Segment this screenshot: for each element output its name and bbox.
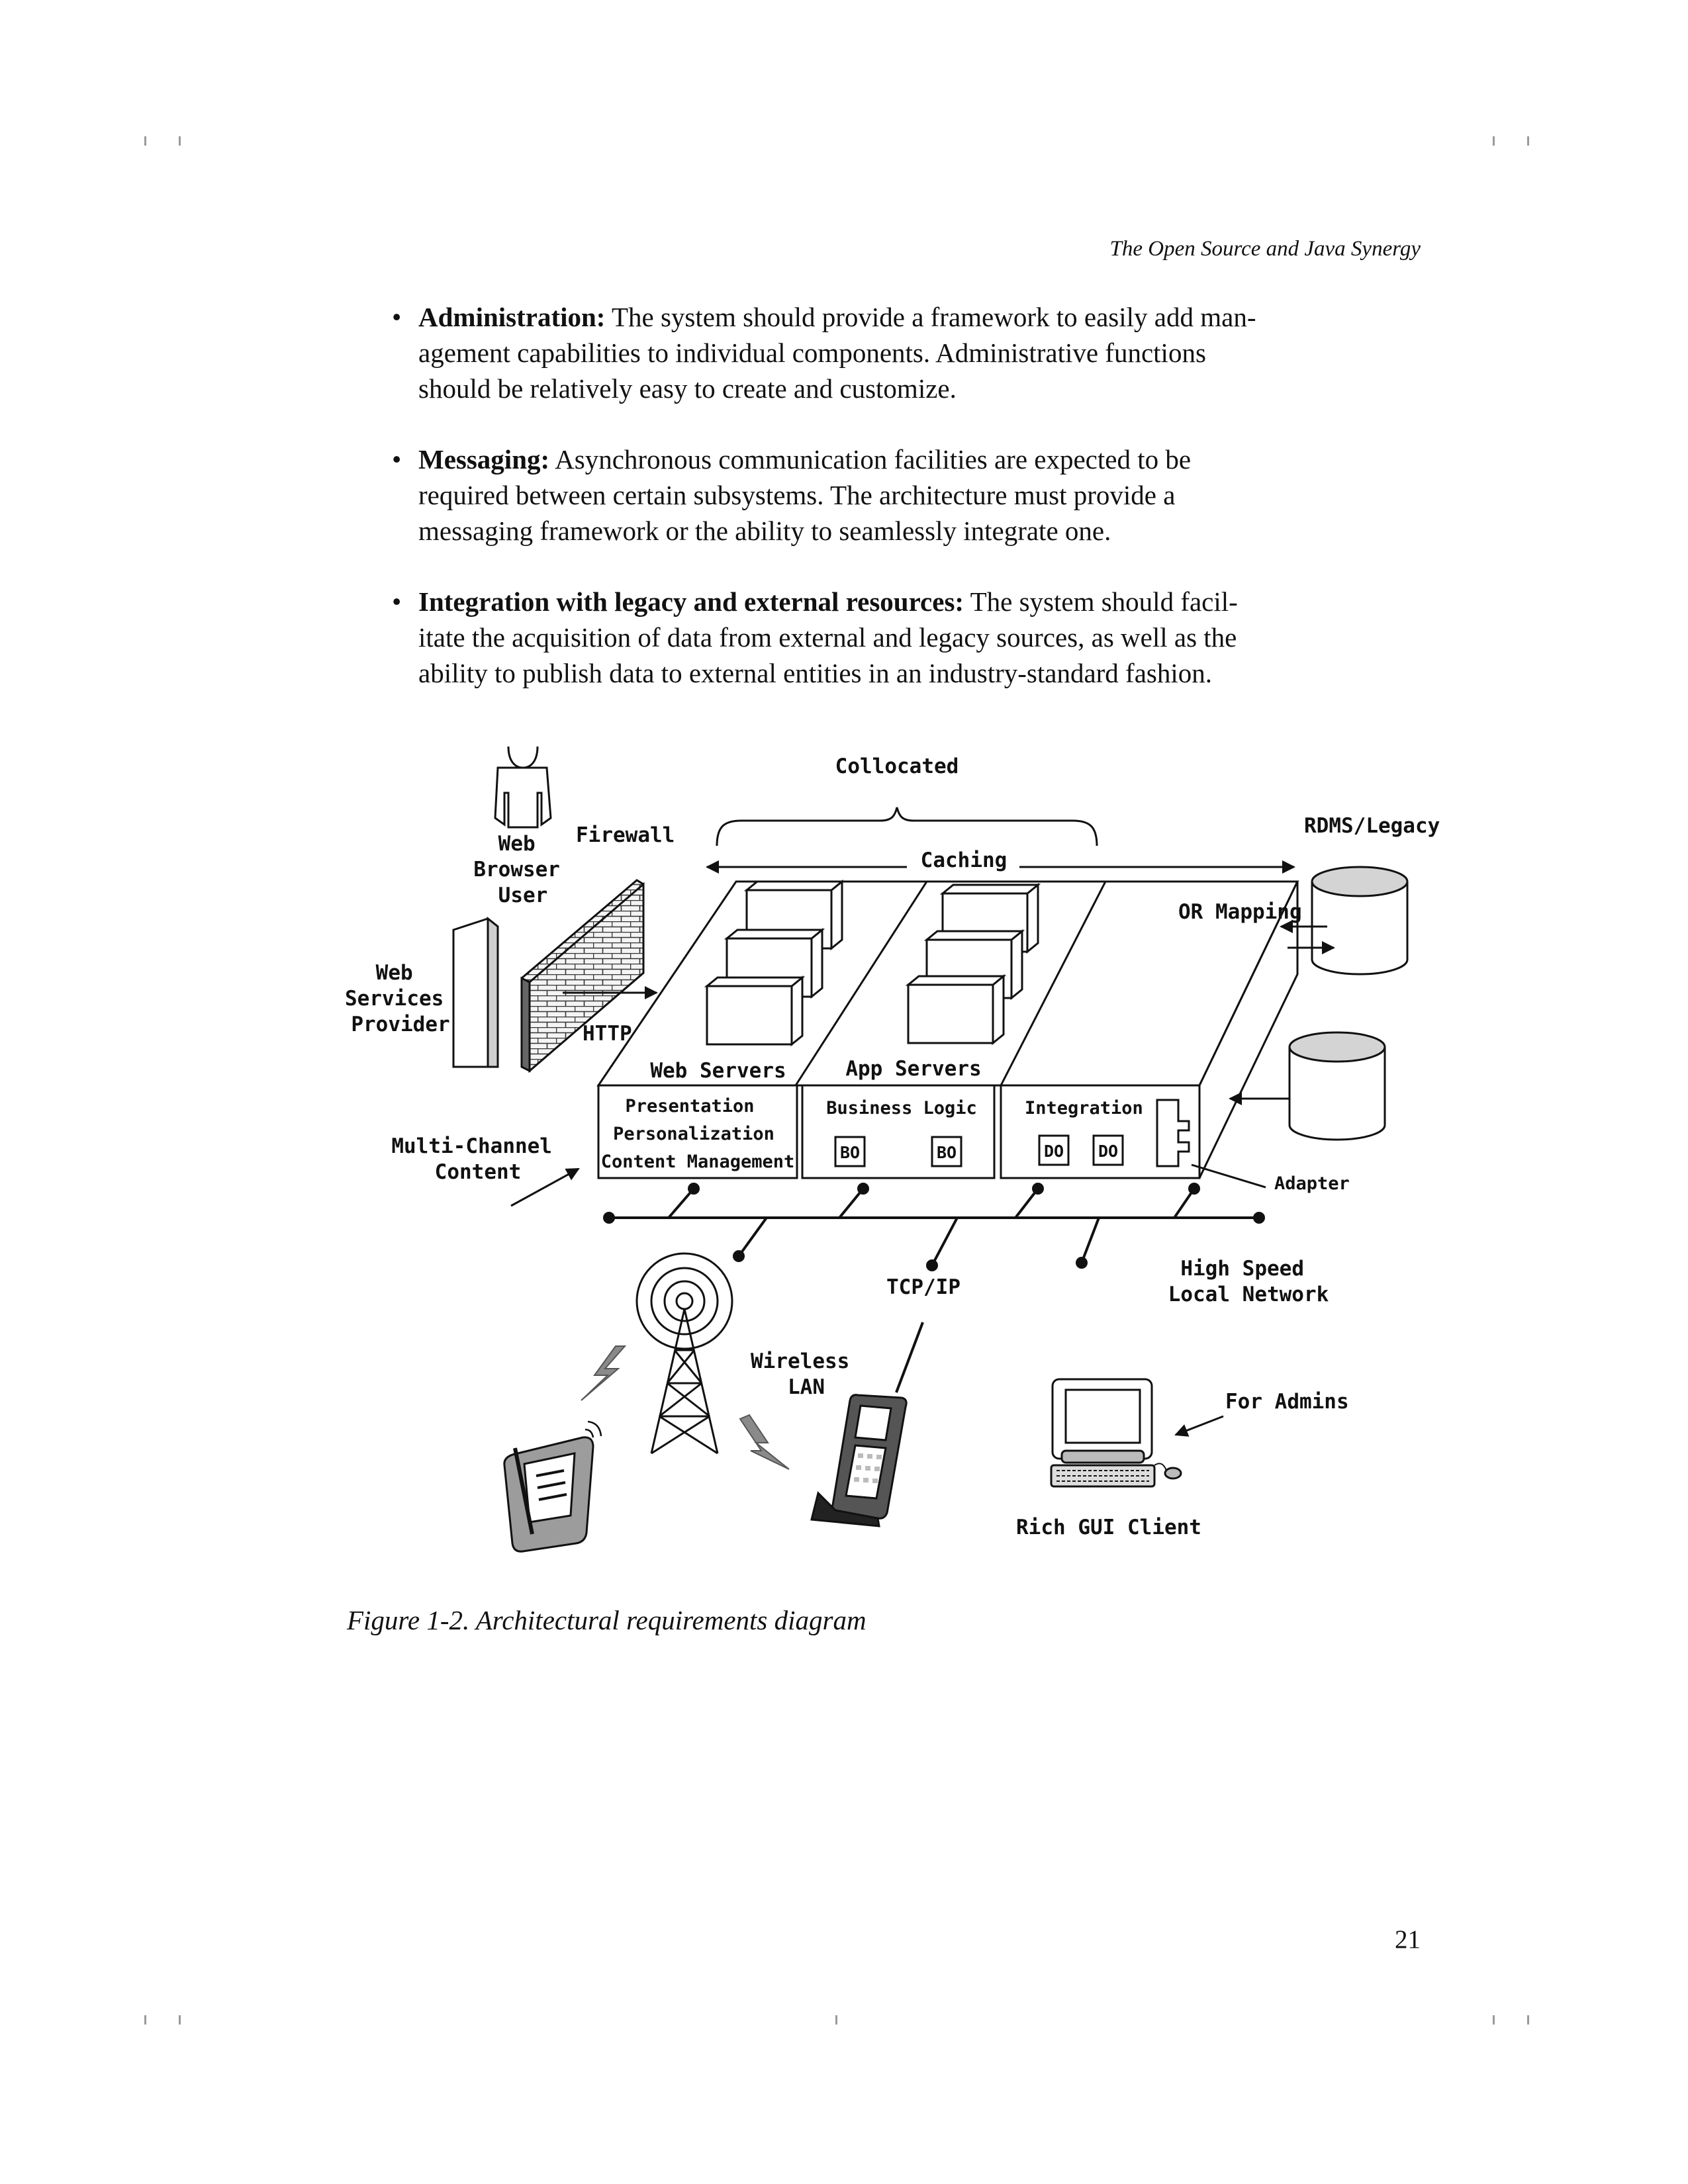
bullet-line: messaging framework or the ability to se… [418,516,1111,546]
rdms-legacy-label: RDMS/Legacy [1304,814,1440,838]
crop-mark [1527,136,1529,146]
web-server-boxes [704,879,845,1047]
pda-icon [503,1420,602,1553]
bullet-line: ability to publish data to external enti… [418,658,1212,688]
server-tower-icon [452,916,499,1068]
bullet-integration: • Integration with legacy and external r… [392,584,1352,691]
label-line: Web [498,832,536,856]
http-label: HTTP [583,1022,632,1046]
person-icon [494,746,552,829]
integration-label: Integration [1025,1098,1143,1118]
bo-label: BO [840,1143,860,1162]
bullet-dot: • [392,586,402,617]
label-line: User [498,884,548,907]
app-servers-label: App Servers [845,1057,981,1081]
crop-mark [1527,2015,1529,2025]
bullet-line: should be relatively easy to create and … [418,373,957,404]
firewall-label: Firewall [576,823,675,847]
bullet-line: Administration: The system should provid… [418,299,1352,335]
bo-box: BO [931,1136,962,1167]
bullet-list: • Administration: The system should prov… [392,299,1352,726]
multi-channel-arrow [510,1167,580,1207]
bo-label: BO [937,1143,957,1162]
crop-mark [144,136,146,146]
label-line: Web [376,961,413,985]
bullet-line: Integration with legacy and external res… [418,584,1352,619]
desktop-computer-icon [1050,1378,1182,1488]
adapter-icon [1156,1099,1190,1167]
lightning-icon [739,1414,790,1470]
running-head: The Open Source and Java Synergy [1109,237,1421,261]
page-number: 21 [1395,1925,1421,1954]
collocated-brace [716,807,1098,846]
label-line: Local Network [1168,1283,1329,1306]
adapter-label: Adapter [1274,1173,1350,1194]
do-label: DO [1098,1142,1118,1161]
figure-caption: Figure 1-2. Architectural requirements d… [347,1605,867,1635]
network-bus [603,1183,1265,1271]
database-icon [1288,1031,1386,1141]
bullet-dot: • [392,444,402,475]
antenna-tower-icon [635,1252,733,1455]
do-box: DO [1092,1134,1124,1166]
crop-mark [1493,136,1495,146]
web-servers-label: Web Servers [650,1059,786,1083]
firewall-icon [520,879,645,1073]
label-line: Content [435,1160,522,1184]
crop-mark [179,2015,181,2025]
crop-mark [179,136,181,146]
for-admins-label: For Admins [1225,1390,1349,1414]
personalization-label: Personalization [613,1124,774,1144]
tcp-ip-label: TCP/IP [886,1275,961,1299]
high-speed-network-label: High Speed Local Network [1168,1257,1329,1306]
content-management-label: Content Management [601,1152,795,1172]
bullet-text: Asynchronous communication facilities ar… [555,444,1192,475]
bo-box: BO [834,1136,866,1167]
cell-phone-icon [810,1322,924,1527]
database-icon [1311,866,1409,976]
crop-mark [1493,2015,1495,2025]
do-box: DO [1038,1134,1070,1166]
crop-mark [144,2015,146,2025]
collocated-label: Collocated [835,754,959,778]
lightning-icon [581,1345,627,1401]
business-logic-label: Business Logic [826,1098,977,1118]
wireless-lan-label: Wireless LAN [751,1349,862,1399]
label-line: Browser [473,858,560,882]
web-browser-user-label: Web Browser User [473,832,572,907]
bullet-line: Messaging: Asynchronous communication fa… [418,441,1352,477]
label-line: High Speed [1180,1257,1304,1281]
label-line: Services [345,987,444,1011]
label-line: Provider [351,1013,449,1036]
bullet-term: Integration with legacy and external res… [418,586,964,617]
bullet-line: itate the acquisition of data from exter… [418,622,1237,653]
bullet-line: required between certain subsystems. The… [418,480,1176,510]
caching-label: Caching [921,848,1008,872]
or-mapping-label: OR Mapping [1178,900,1302,924]
app-server-boxes [905,882,1041,1046]
bullet-line: agement capabilities to individual compo… [418,338,1206,368]
bullet-messaging: • Messaging: Asynchronous communication … [392,441,1352,549]
bullet-term: Messaging: [418,444,550,475]
bullet-text: The system should provide a framework to… [611,302,1256,332]
bullet-administration: • Administration: The system should prov… [392,299,1352,406]
web-services-provider-label: Web Services Provider [345,961,456,1036]
do-label: DO [1044,1142,1064,1161]
multi-channel-content-label: Multi-Channel Content [391,1134,564,1184]
adapter-leader [1191,1163,1266,1189]
bullet-term: Administration: [418,302,606,332]
for-admins-arrow [1174,1415,1224,1437]
rich-gui-client-label: Rich GUI Client [1016,1516,1201,1539]
label-line: Multi-Channel [391,1134,552,1158]
bullet-text: The system should facil- [970,586,1238,617]
presentation-label: Presentation [625,1096,754,1116]
label-line: Wireless [751,1349,849,1373]
crop-mark [835,2015,837,2025]
label-line: LAN [788,1375,825,1399]
bullet-dot: • [392,302,402,332]
